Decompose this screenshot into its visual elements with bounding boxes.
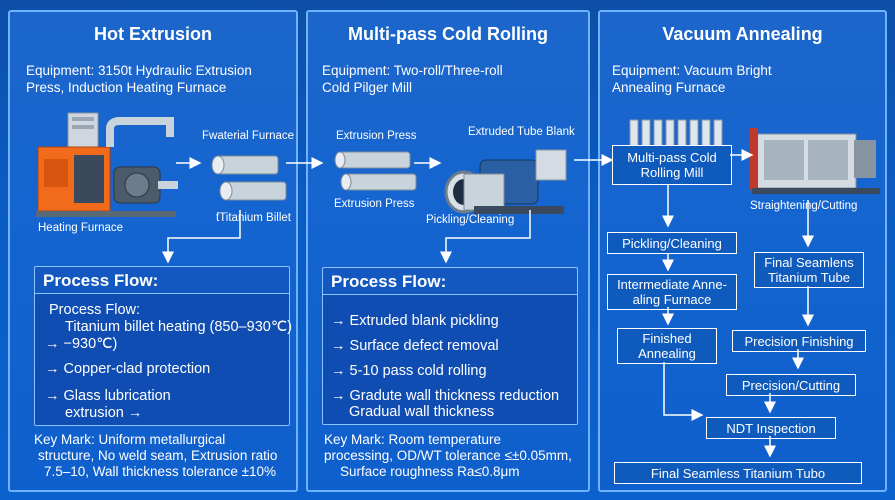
panel-title: Vacuum Annealing [662,24,823,44]
titanium-billet-tubes [211,155,287,201]
annealing-furnace-illustration [750,128,880,194]
process-flow-title: Process Flow: [43,271,159,290]
process-flow-panel: Process Flow: Process Flow: Titanium bil… [34,266,292,426]
panel-title: Hot Extrusion [93,24,212,44]
ndt-inspection-box: NDT Inspection [706,417,836,439]
extrusion-press-label: Extrusion Press [336,130,417,142]
flow-item: Titanium billet heating (850–930℃) [65,319,292,335]
titanium-billet-label: ƭTitanium Billet [216,212,291,224]
intermediate-annealing-box: Intermediate Anne-aling Furnace [607,274,737,310]
equipment-text: Equipment: Two-roll/Three-roll Cold Pilg… [322,63,503,95]
flow-item: → Gradute wall thickness reduction [331,388,560,404]
process-flow-list: Process Flow: Titanium billet heating (8… [35,293,292,425]
key-mark-text: Key Mark: Uniform metallurgical structur… [34,432,278,479]
cold-rolled-tubes-illustration [629,119,723,151]
panel-cold-rolling: Multi-pass Cold Rolling Equipment: Two-r… [306,10,590,492]
pilger-mill-illustration [444,149,567,214]
flow-item: → Surface defect removal [331,338,499,354]
flow-item: Process Flow: [49,302,141,318]
extrusion-press-label-bottom: Extrusion Press [334,198,415,210]
precision-finishing-box: Precision Finishing [732,330,866,352]
flow-item: → Glass lubrication [45,388,171,404]
equipment-text: Equipment: Vacuum Bright Annealing Furna… [612,63,772,95]
straightening-cutting-label: Straightening/Cutting [750,200,858,212]
final-seamless-titanium-box: Final Seamlens Titanium Tube [754,252,864,288]
heating-furnace-illustration [36,112,178,217]
rolling-mill-box: Multi-pass Cold Rolling Mill [612,145,732,185]
extruded-tubes-illustration [334,151,417,191]
panel-title: Multi-pass Cold Rolling [348,24,548,44]
final-tube-box: Final Seamless Titanium Tubo [614,462,862,484]
flow-item: extrusion → [65,405,143,421]
flow-item: → −930℃) [45,336,118,352]
pickling-cleaning-label: Pickling/Cleaning [426,214,515,226]
heating-furnace-label: Heating Furnace [38,222,124,234]
panel-vacuum-annealing: Vacuum Annealing Equipment: Vacuum Brigh… [598,10,887,492]
finished-annealing-box: Finished Annealing [617,328,717,364]
extruded-tube-blank-label: Extruded Tube Blank [468,126,575,138]
process-flow-panel: Process Flow: → Extruded blank pickling … [322,267,578,425]
panel-hot-extrusion: Hot Extrusion Equipment: 3150t Hydraulic… [8,10,298,492]
flow-item: → Copper-clad protection [45,361,211,377]
flow-item: Gradual wall thickness [349,404,495,420]
equipment-text: Equipment: 3150t Hydraulic Extrusion Pre… [26,63,252,95]
material-furnace-label: Fwaterial Furnace [202,130,295,142]
process-flow-title: Process Flow: [331,272,447,291]
pickling-box: Pickling/Cleaning [607,232,737,254]
key-mark-text: Key Mark: Room temperature processing, O… [324,432,572,479]
flow-item: → Extruded blank pickling [331,313,499,329]
precision-cutting-box: Precision/Cutting [726,374,856,396]
flow-item: → 5-10 pass cold rolling [331,363,487,379]
process-flow-list: → Extruded blank pickling → Surface defe… [323,294,577,424]
